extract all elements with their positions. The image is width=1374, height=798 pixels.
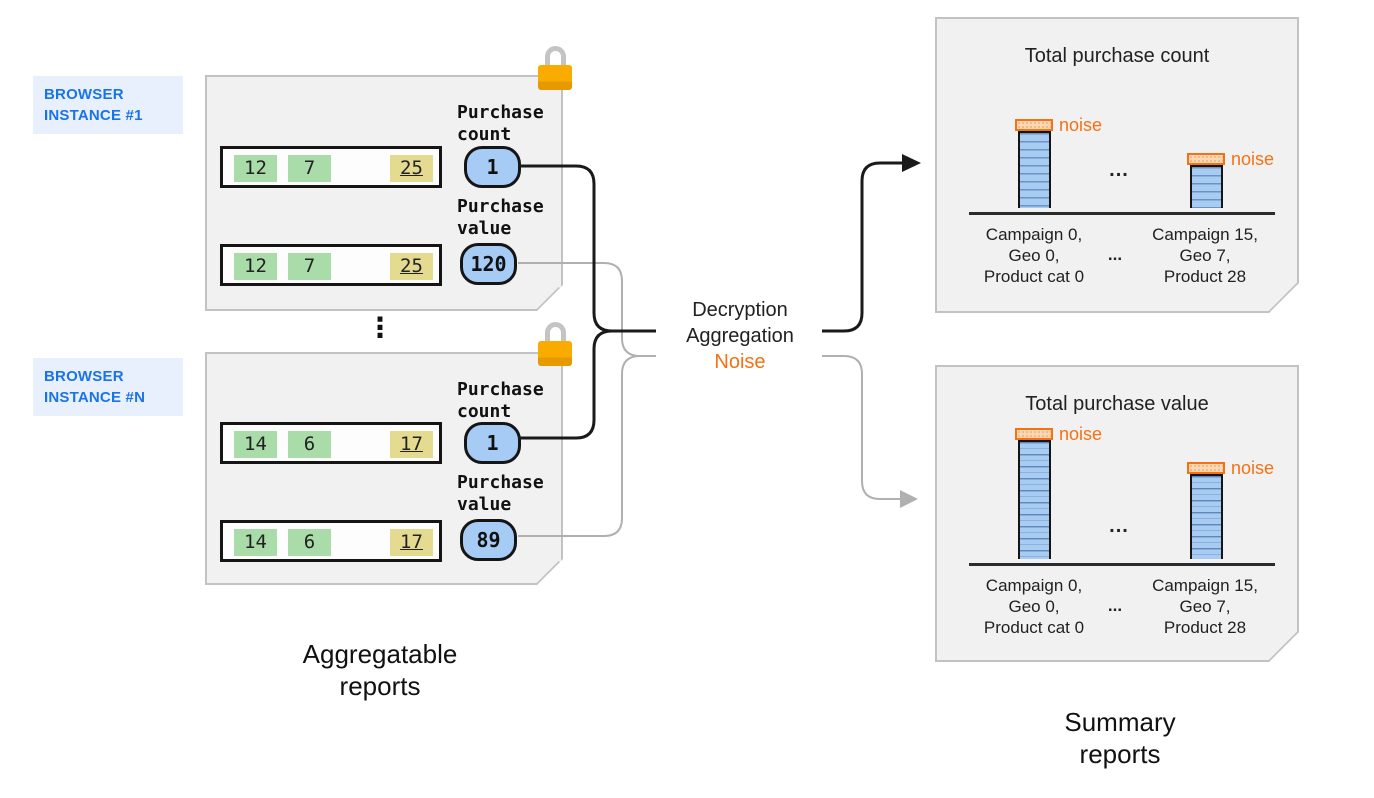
summary-report-count-box: Total purchase count noise ... noise Cam… (935, 17, 1299, 313)
summary-count-title: Total purchase count (1024, 45, 1210, 67)
purchase-count-label: Purchase count (457, 102, 544, 145)
purchase-value-value: 89 (460, 519, 517, 561)
bucket-cell: 7 (288, 253, 331, 280)
purchase-count-label: Purchase count (457, 379, 544, 422)
aggregatable-report-card-n: Purchase count 14 6 17 1 Purchase value … (205, 352, 563, 585)
summary-report-value-box: Total purchase value noise ... noise Cam… (935, 365, 1299, 662)
summary-value-title: Total purchase value (1025, 393, 1209, 415)
report-vector-row: 12 7 25 (220, 244, 442, 286)
x-label-line: Product 28 (1163, 618, 1247, 637)
lock-icon (538, 322, 572, 366)
count-bar-1: noise (1015, 119, 1053, 208)
process-steps: Decryption Aggregation Noise (655, 297, 825, 375)
vertical-ellipsis: ⋮ (366, 311, 394, 344)
noise-cap (1015, 428, 1053, 440)
x-label-line: Campaign 0, (985, 576, 1083, 595)
bucket-cell-highlight: 25 (390, 253, 433, 280)
x-label-line: Geo 0, (1008, 246, 1060, 265)
x-label-line: Geo 7, (1179, 597, 1231, 616)
x-label-line: Product cat 0 (983, 267, 1085, 286)
purchase-value-label: Purchase value (457, 472, 544, 515)
process-aggregation: Aggregation (686, 325, 794, 347)
bar-fill (1190, 165, 1223, 208)
x-label-line: Product cat 0 (983, 618, 1085, 637)
x-labels-ellipsis: ... (1107, 245, 1123, 264)
bucket-cell: 14 (234, 529, 277, 556)
bucket-cell-highlight: 17 (390, 529, 433, 556)
report-vector-row: 12 7 25 (220, 146, 442, 188)
bar-fill (1018, 131, 1051, 208)
noise-label: noise (1231, 149, 1275, 169)
noise-cap (1187, 462, 1225, 474)
fold-corner (532, 287, 560, 315)
x-label-line: Geo 0, (1008, 597, 1060, 616)
count-bar-2: noise (1187, 153, 1225, 208)
black-arrowhead (902, 154, 921, 172)
bucket-cell: 12 (234, 253, 277, 280)
value-bar-2: noise (1187, 462, 1225, 559)
purchase-value-label: Purchase value (457, 196, 544, 239)
noise-label: noise (1059, 424, 1103, 444)
browser-instance-n-label: BROWSER INSTANCE #N (33, 358, 183, 416)
bars-ellipsis: ... (1109, 159, 1129, 181)
bucket-cell-highlight: 25 (390, 155, 433, 182)
x-labels-ellipsis: ... (1107, 596, 1123, 615)
bucket-cell: 14 (234, 431, 277, 458)
report-vector-row: 14 6 17 (220, 520, 442, 562)
x-label-line: Product 28 (1163, 267, 1247, 286)
purchase-value-value: 120 (460, 243, 517, 285)
bars-ellipsis: ... (1109, 515, 1129, 537)
summary-reports-caption: Summary reports (1064, 707, 1176, 769)
bucket-cell: 6 (288, 431, 331, 458)
noise-label: noise (1231, 458, 1275, 478)
aggregatable-reports-caption: Aggregatable reports (302, 639, 458, 701)
gray-arrowhead (900, 490, 918, 508)
noise-label: noise (1059, 115, 1103, 135)
noise-cap (1187, 153, 1225, 165)
chart-axis (969, 563, 1275, 566)
x-label-line: Campaign 0, (985, 225, 1083, 244)
value-bar-1: noise (1015, 428, 1053, 559)
x-label-line: Geo 7, (1179, 246, 1231, 265)
bucket-cell-highlight: 17 (390, 431, 433, 458)
bucket-cell: 12 (234, 155, 277, 182)
bucket-cell: 7 (288, 155, 331, 182)
noise-cap (1015, 119, 1053, 131)
purchase-count-value: 1 (464, 422, 521, 464)
x-label-group-1: Campaign 0, Geo 0, Product cat 0 (957, 224, 1111, 287)
aggregatable-report-card-1: Purchase count 12 7 25 1 Purchase value … (205, 75, 563, 311)
process-decryption: Decryption (692, 299, 788, 321)
process-noise: Noise (714, 351, 766, 373)
x-label-line: Campaign 15, (1152, 225, 1258, 244)
bucket-cell: 6 (288, 529, 331, 556)
bar-fill (1190, 474, 1223, 559)
chart-axis (969, 212, 1275, 215)
x-label-group-2: Campaign 15, Geo 7, Product 28 (1128, 575, 1282, 638)
x-label-group-1: Campaign 0, Geo 0, Product cat 0 (957, 575, 1111, 638)
purchase-count-value: 1 (464, 146, 521, 188)
lock-icon (538, 46, 572, 90)
bar-fill (1018, 440, 1051, 559)
x-label-group-2: Campaign 15, Geo 7, Product 28 (1128, 224, 1282, 287)
browser-instance-1-label: BROWSER INSTANCE #1 (33, 76, 183, 134)
x-label-line: Campaign 15, (1152, 576, 1258, 595)
report-vector-row: 14 6 17 (220, 422, 442, 464)
fold-corner (532, 561, 560, 589)
